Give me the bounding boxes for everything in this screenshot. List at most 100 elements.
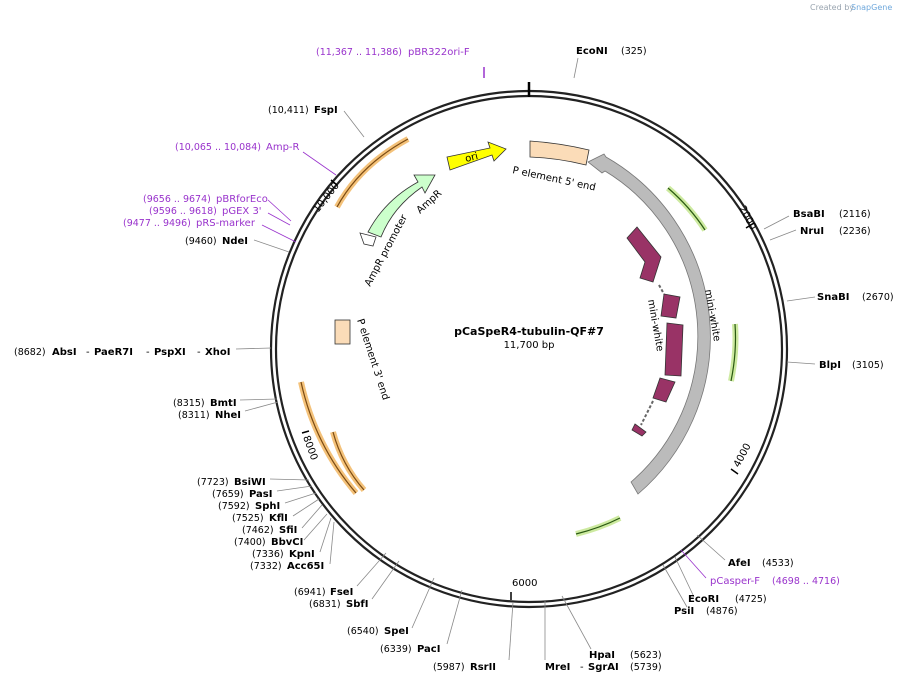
enzyme-snabi[interactable]: SnaBI — [817, 292, 849, 303]
primer-pcasper-f[interactable]: pCasper-F — [710, 576, 760, 587]
enzyme-fsei[interactable]: FseI — [330, 587, 353, 598]
enzyme-pspxi[interactable]: PspXI — [154, 347, 186, 358]
tick-label-8000: 8000 — [300, 434, 319, 462]
enzyme-afei[interactable]: AfeI — [728, 558, 751, 569]
enzyme-dash-pspxi: - — [146, 347, 150, 358]
enzyme-kpni[interactable]: KpnI — [289, 549, 315, 560]
primer-prs-marker-leader — [261, 224, 297, 243]
orf-green-2-line — [730, 323, 737, 382]
enzyme-spei[interactable]: SpeI — [384, 626, 409, 637]
enzyme-psii[interactable]: PsiI — [674, 606, 694, 617]
plasmid-name: pCaSpeR4-tubulin-QF#7 — [454, 325, 604, 338]
enzyme-bsiwi[interactable]: BsiWI — [234, 477, 266, 488]
enzyme-brui[interactable]: NruI — [800, 226, 824, 237]
enzyme-dash-paer7i: - — [86, 347, 90, 358]
mini-white-intron-2 — [640, 400, 654, 426]
tick-4000 — [730, 468, 739, 475]
plasmid-size: 11,700 bp — [504, 340, 555, 351]
mini-white-exon-3[interactable] — [664, 322, 684, 377]
enzyme-econi[interactable]: EcoNI — [576, 46, 608, 57]
mini-white-exon-4[interactable] — [652, 377, 676, 403]
enzyme-nhei-pos: (8311) — [178, 410, 210, 421]
enzyme-kfli-pos: (7525) — [232, 513, 264, 524]
enzyme-absi[interactable]: AbsI — [52, 347, 77, 358]
p-element-5-end-feature[interactable] — [529, 140, 590, 166]
enzyme-pasi-pos: (7659) — [212, 489, 244, 500]
primer-amp-r[interactable]: Amp-R — [266, 142, 300, 153]
enzyme-kfli[interactable]: KflI — [269, 513, 288, 524]
enzyme-dash-xhoi: - — [197, 347, 201, 358]
enzyme-ndei[interactable]: NdeI — [222, 236, 248, 247]
tick-2000 — [745, 222, 755, 229]
enzyme-paer7i[interactable]: PaeR7I — [94, 347, 133, 358]
enzyme-spei-pos: (6540) — [347, 626, 379, 637]
enzyme-nhei[interactable]: NheI — [215, 410, 241, 421]
enzyme-fspi[interactable]: FspI — [314, 105, 338, 116]
enzyme-mrei[interactable]: MreI — [545, 662, 570, 673]
ori-feature-arrow[interactable] — [446, 141, 507, 171]
mini-white-exon-1[interactable] — [626, 226, 662, 283]
ori-feature-label: ori — [464, 151, 479, 165]
enzyme-fsei-pos: (6941) — [294, 587, 326, 598]
ampr-feature-label: AmpR — [415, 188, 445, 216]
enzyme-hpai[interactable]: HpaI — [589, 650, 615, 661]
enzyme-fspi-pos: (10,411) — [268, 105, 309, 116]
mini-white-exon-2[interactable] — [660, 293, 681, 319]
enzyme-pasi[interactable]: PasI — [249, 489, 272, 500]
enzyme-hpai-pos: (5623) — [630, 650, 662, 661]
orf-orange-2-line — [300, 381, 357, 494]
enzyme-paci[interactable]: PacI — [417, 644, 440, 655]
primer-pgex3-leader — [267, 212, 291, 226]
mini-white-intron-1 — [658, 284, 665, 295]
tick-label-2000: 2000 — [736, 204, 758, 232]
enzyme-bsabi-pos: (2116) — [839, 209, 871, 220]
enzyme-bmti-pos: (8315) — [173, 398, 205, 409]
primer-pbrforeco[interactable]: pBRforEco — [216, 194, 268, 205]
primer-pcasper-f-leader — [680, 549, 707, 579]
enzyme-bbvci[interactable]: BbvCI — [271, 537, 303, 548]
primer-pgex3-range: (9596 .. 9618) — [149, 206, 217, 217]
enzyme-ecori[interactable]: EcoRI — [688, 594, 719, 605]
enzyme-bsiwi-pos: (7723) — [197, 477, 229, 488]
enzyme-bsabi[interactable]: BsaBI — [793, 209, 825, 220]
enzyme-sgrai[interactable]: SgrAI — [588, 662, 619, 673]
enzyme-econi-pos: (325) — [621, 46, 647, 57]
enzyme-sphi[interactable]: SphI — [255, 501, 280, 512]
tick-8000 — [301, 430, 310, 434]
ampr-promoter-feature[interactable] — [359, 232, 377, 247]
enzyme-paci-pos: (6339) — [380, 644, 412, 655]
enzyme-bbvci-pos: (7400) — [234, 537, 266, 548]
enzyme-acc65i[interactable]: Acc65I — [287, 561, 324, 572]
enzyme-blpi-pos: (3105) — [852, 360, 884, 371]
enzyme-acc65i-pos: (7332) — [250, 561, 282, 572]
enzyme-sgrai-pos: (5739) — [630, 662, 662, 673]
orf-green-3-line — [575, 517, 621, 535]
enzyme-bmti[interactable]: BmtI — [210, 398, 237, 409]
enzyme-sfii[interactable]: SfiI — [279, 525, 297, 536]
primer-pbr322ori-f[interactable]: pBR322ori-F — [408, 47, 470, 58]
enzyme-brui-pos: (2236) — [839, 226, 871, 237]
orf-orange-3-line — [332, 431, 365, 491]
enzyme-snabi-pos: (2670) — [862, 292, 894, 303]
enzyme-blpi[interactable]: BlpI — [819, 360, 841, 371]
enzyme-rsrii[interactable]: RsrII — [470, 662, 496, 673]
tick-10000 — [330, 179, 338, 186]
enzyme-leader-lines — [235, 57, 816, 661]
orf-green-3[interactable] — [575, 515, 622, 537]
primer-amp-r-leader — [302, 151, 337, 176]
primer-prs-marker[interactable]: pRS-marker — [196, 218, 256, 229]
enzyme-sfii-pos: (7462) — [242, 525, 274, 536]
enzyme-afei-pos: (4533) — [762, 558, 794, 569]
tick-label-6000: 6000 — [512, 578, 537, 589]
mini-white-grey-feature[interactable] — [587, 153, 711, 495]
enzyme-absi-pos: (8682) — [14, 347, 46, 358]
enzyme-dash-sgrai: - — [580, 662, 584, 673]
primer-pgex3[interactable]: pGEX 3' — [222, 206, 262, 217]
enzyme-sbfi[interactable]: SbfI — [346, 599, 368, 610]
enzyme-xhoi[interactable]: XhoI — [205, 347, 230, 358]
ampr-feature-arrow[interactable] — [367, 174, 436, 238]
p-element-3-end-feature[interactable] — [334, 319, 351, 345]
enzyme-ecori-pos: (4725) — [735, 594, 767, 605]
mini-white-exon-5[interactable] — [631, 423, 647, 437]
tick-label-4000: 4000 — [732, 442, 754, 470]
